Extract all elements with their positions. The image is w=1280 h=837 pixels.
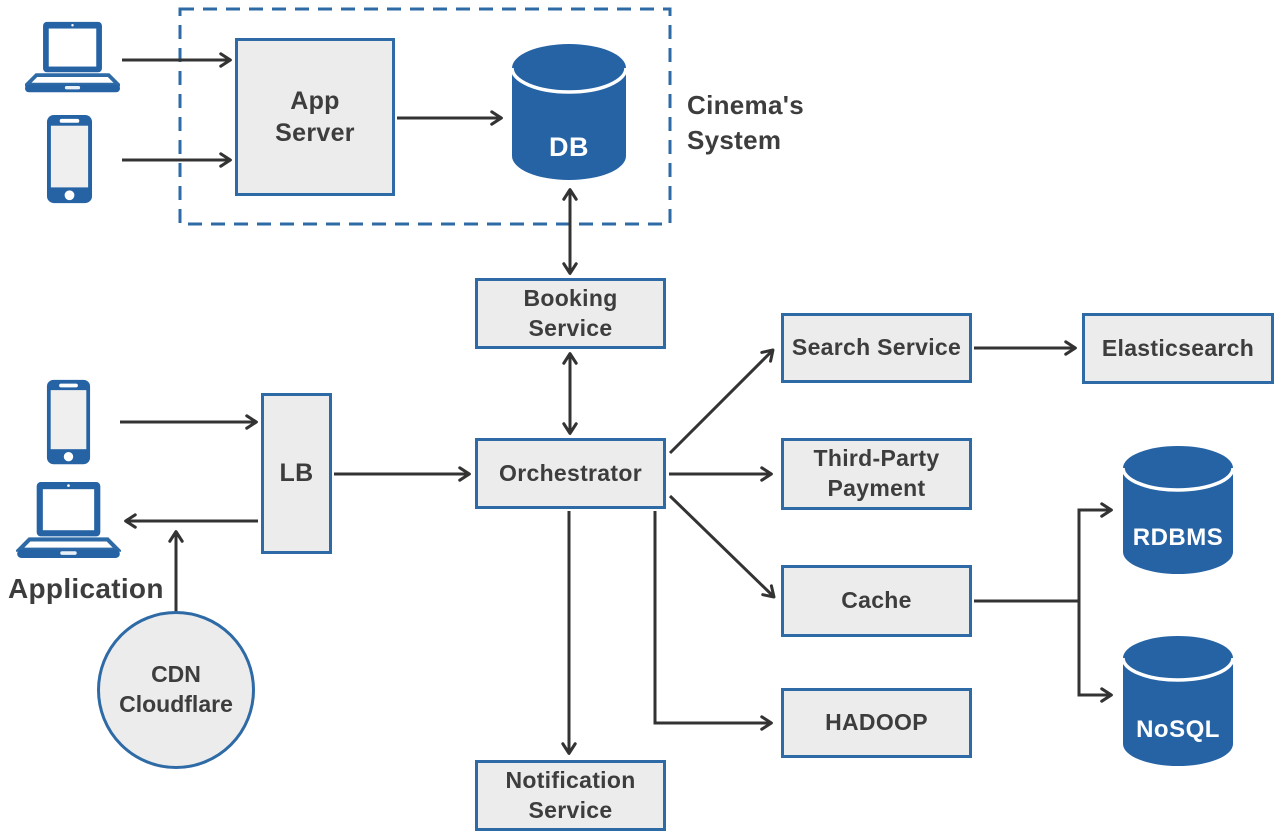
db-label: DB bbox=[549, 132, 589, 162]
arrow-branch-to-rdbms bbox=[1077, 502, 1113, 601]
node-search-service: Search Service bbox=[781, 313, 972, 383]
laptop-icon bbox=[14, 482, 123, 565]
rdbms-label: RDBMS bbox=[1132, 524, 1224, 551]
cinemas-system-label: Cinema's System bbox=[687, 90, 804, 156]
arrow-orchestrator-to-hadoop bbox=[653, 511, 773, 731]
arrow-branch-to-nosql bbox=[1077, 601, 1113, 703]
node-notification-service: Notification Service bbox=[475, 760, 666, 831]
node-hadoop: HADOOP bbox=[781, 688, 972, 758]
smartphone-icon bbox=[46, 113, 93, 210]
node-third-party-payment: Third-Party Payment bbox=[781, 438, 972, 510]
node-elasticsearch: Elasticsearch bbox=[1082, 313, 1274, 384]
node-cache: Cache bbox=[781, 565, 972, 637]
application-label: Application bbox=[8, 573, 164, 604]
arrow-orchestrator-to-search bbox=[668, 348, 775, 455]
database-cylinder-icon: DB bbox=[508, 42, 630, 182]
node-app-server: App Server bbox=[235, 38, 395, 196]
node-cdn-cloudflare: CDN Cloudflare bbox=[97, 611, 255, 769]
database-cylinder-icon: RDBMS bbox=[1119, 444, 1237, 576]
node-lb: LB bbox=[261, 393, 332, 554]
smartphone-icon bbox=[46, 378, 91, 471]
laptop-icon bbox=[22, 20, 123, 101]
arrow-orchestrator-to-cache bbox=[668, 494, 776, 599]
node-orchestrator: Orchestrator bbox=[475, 438, 666, 509]
node-booking-service: Booking Service bbox=[475, 278, 666, 349]
database-cylinder-icon: NoSQL bbox=[1119, 634, 1237, 768]
nosql-label: NoSQL bbox=[1136, 716, 1220, 743]
